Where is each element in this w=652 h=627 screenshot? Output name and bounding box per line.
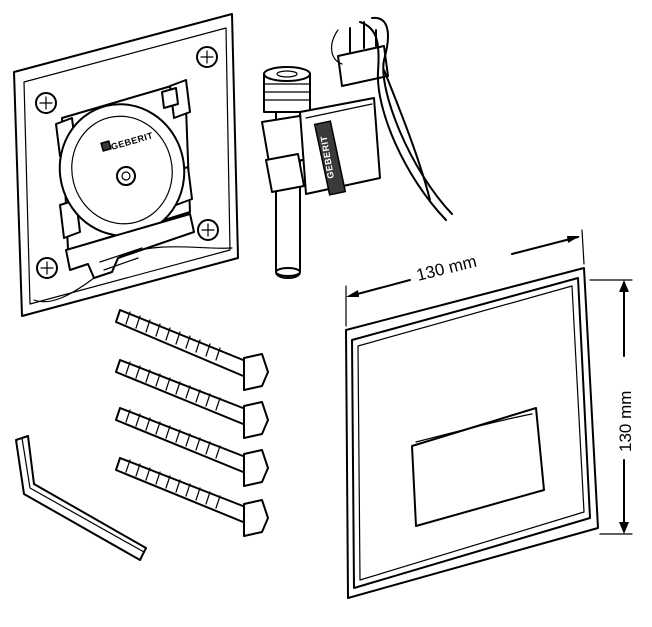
width-label: 130 mm	[414, 252, 478, 285]
flush-button	[411, 407, 545, 527]
screw	[115, 457, 269, 537]
screw-set	[115, 309, 269, 537]
screw	[115, 359, 269, 439]
screw	[115, 309, 269, 391]
actuator-plate	[345, 267, 599, 599]
height-label: 130 mm	[616, 391, 635, 452]
screw	[115, 407, 269, 487]
solenoid-valve: GEBERIT	[261, 16, 453, 279]
mounting-plate: GEBERIT	[13, 13, 239, 317]
corner-screw-holes	[35, 46, 219, 279]
hex-key	[15, 435, 147, 561]
height-dimension: 130 mm	[589, 279, 635, 535]
